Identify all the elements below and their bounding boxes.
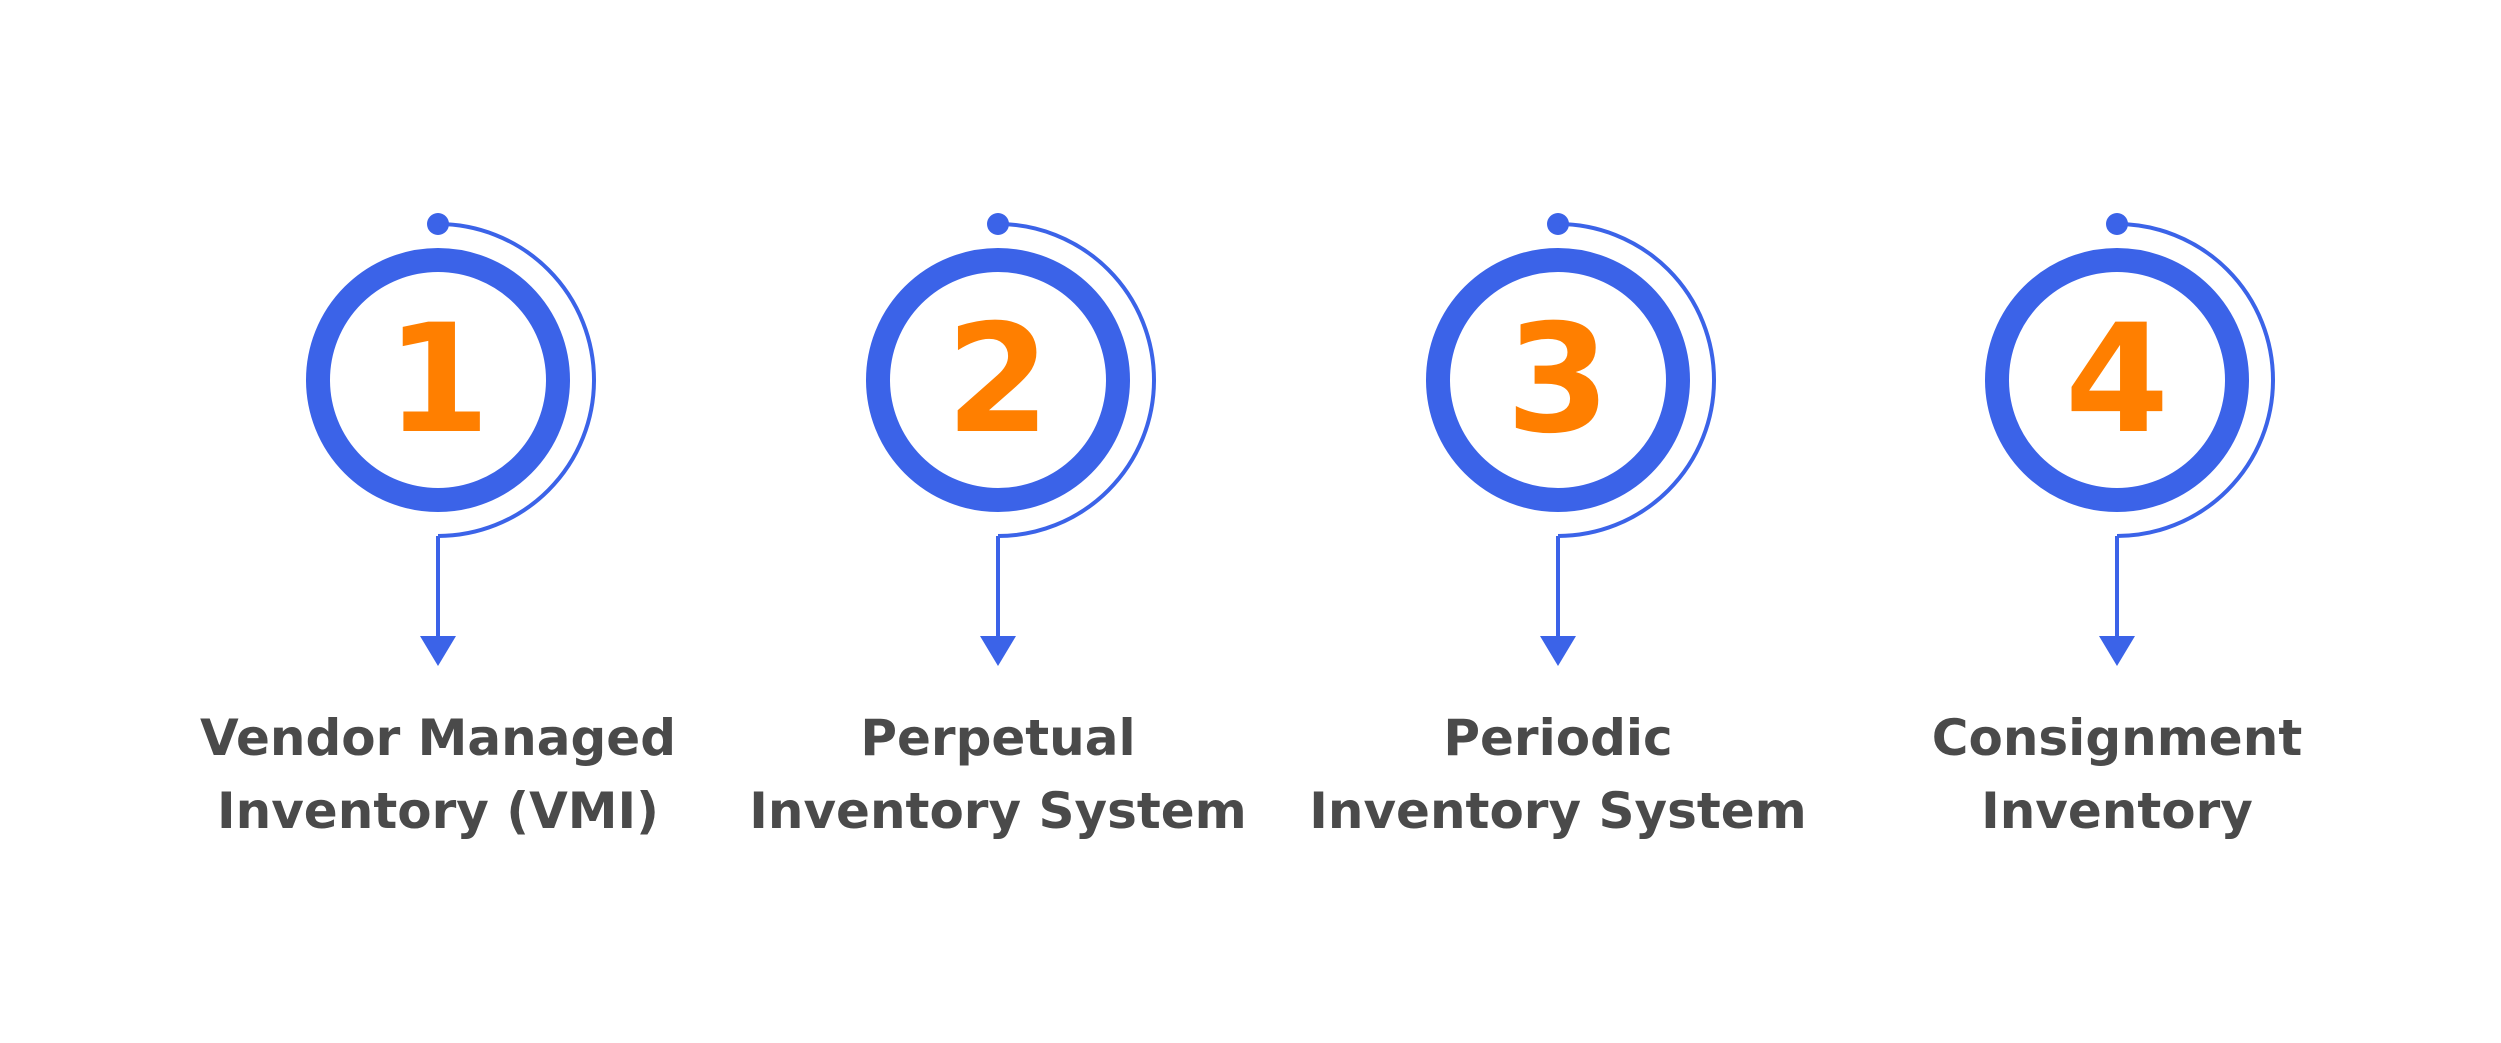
step-4: 4 Consignment Inventory	[1932, 213, 2302, 840]
step-ring	[866, 248, 1130, 512]
step-ring	[306, 248, 570, 512]
step-number: 3	[1506, 293, 1610, 467]
arrow-head-icon	[420, 636, 456, 666]
step-ring	[1985, 248, 2249, 512]
step-1: 1 Vendor Managed Inventory (VMI)	[200, 213, 676, 840]
step-label-line-2: Inventory (VMI)	[217, 782, 659, 840]
orbit-arc	[2116, 222, 2275, 538]
step-number: 1	[386, 293, 490, 467]
step-label-line-1: Consignment	[1932, 709, 2302, 767]
arrow-head-icon	[2099, 636, 2135, 666]
arrow-head-icon	[980, 636, 1016, 666]
step-label-line-2: Inventory System	[1309, 782, 1807, 840]
orbit-arc	[997, 222, 1156, 538]
step-label-line-2: Inventory System	[749, 782, 1247, 840]
step-label-line-1: Perpetual	[860, 709, 1135, 767]
step-2: 2 Perpetual Inventory System	[749, 213, 1247, 840]
step-label-line-1: Periodic	[1443, 709, 1672, 767]
step-label-line-2: Inventory	[1981, 782, 2253, 840]
step-label-line-1: Vendor Managed	[200, 709, 676, 767]
step-3: 3 Periodic Inventory System	[1309, 213, 1807, 840]
orbit-arc	[1557, 222, 1716, 538]
step-number: 2	[946, 293, 1050, 467]
step-ring	[1426, 248, 1690, 512]
arrow-head-icon	[1540, 636, 1576, 666]
step-number: 4	[2065, 293, 2169, 467]
orbit-arc	[437, 222, 596, 538]
